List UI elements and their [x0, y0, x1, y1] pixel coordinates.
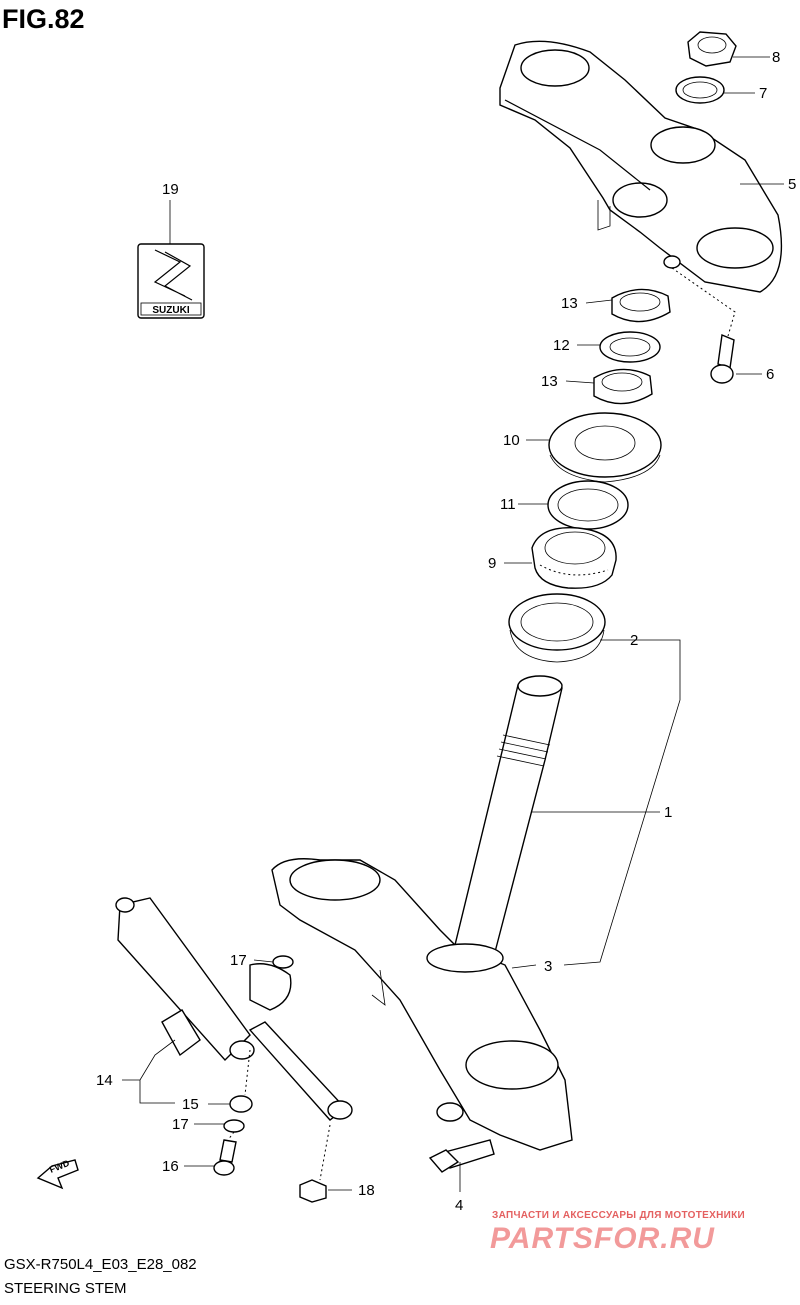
steering-stem-nut [687, 31, 737, 67]
callout-9: 9 [488, 555, 496, 572]
callout-12: 12 [553, 337, 570, 354]
callout-4: 4 [455, 1197, 463, 1214]
lock-nut-lower [593, 368, 653, 405]
washer-17-lower [223, 1119, 245, 1133]
model-code: GSX-R750L4_E03_E28_082 [4, 1256, 197, 1273]
lock-washer-12 [599, 331, 661, 363]
callout-7: 7 [759, 85, 767, 102]
callout-1: 1 [664, 804, 672, 821]
watermark-tagline: ЗАПЧАСТИ И АКСЕССУАРЫ ДЛЯ МОТОТЕХНИКИ [492, 1210, 745, 1221]
callout-16: 16 [162, 1158, 179, 1175]
callout-14: 14 [96, 1072, 113, 1089]
callout-8: 8 [772, 49, 780, 66]
bushing-15 [229, 1095, 253, 1113]
callout-13-upper: 13 [561, 295, 578, 312]
callout-6: 6 [766, 366, 774, 383]
callout-17-upper: 17 [230, 952, 247, 969]
steering-stem-tube [454, 675, 563, 953]
callout-5: 5 [788, 176, 796, 193]
callout-3: 3 [544, 958, 552, 975]
callout-11: 11 [500, 496, 516, 513]
bearing-race-2 [508, 593, 606, 663]
upper-bracket [499, 40, 783, 293]
bearing-9 [531, 526, 617, 589]
callout-18: 18 [358, 1182, 375, 1199]
callout-13-lower: 13 [541, 373, 558, 390]
nut-18 [299, 1179, 327, 1203]
watermark-brand: PARTSFOR.RU [490, 1222, 715, 1255]
dust-seal-10 [548, 412, 662, 483]
callout-2: 2 [630, 632, 638, 649]
diagram-caption: STEERING STEM [4, 1280, 127, 1297]
callout-15: 15 [182, 1096, 199, 1113]
leader-lines [122, 56, 784, 1192]
suzuki-emblem: SUZUKI [137, 243, 205, 319]
fwd-arrow-icon: FWD [36, 1158, 79, 1190]
washer-17-upper [272, 955, 294, 969]
spacer-11 [547, 480, 629, 530]
lock-nut-upper [611, 288, 671, 323]
callout-10: 10 [503, 432, 520, 449]
washer-7 [675, 76, 725, 104]
emblem-text: SUZUKI [152, 305, 189, 316]
callout-17-lower: 17 [172, 1116, 189, 1133]
lower-bracket [271, 858, 573, 1151]
figure-title: FIG.82 [2, 4, 85, 34]
steering-damper [115, 897, 353, 1121]
bolt-6 [671, 267, 736, 384]
bolt-4 [428, 1139, 495, 1173]
bolt-16 [213, 1139, 237, 1176]
callout-19: 19 [162, 181, 179, 198]
